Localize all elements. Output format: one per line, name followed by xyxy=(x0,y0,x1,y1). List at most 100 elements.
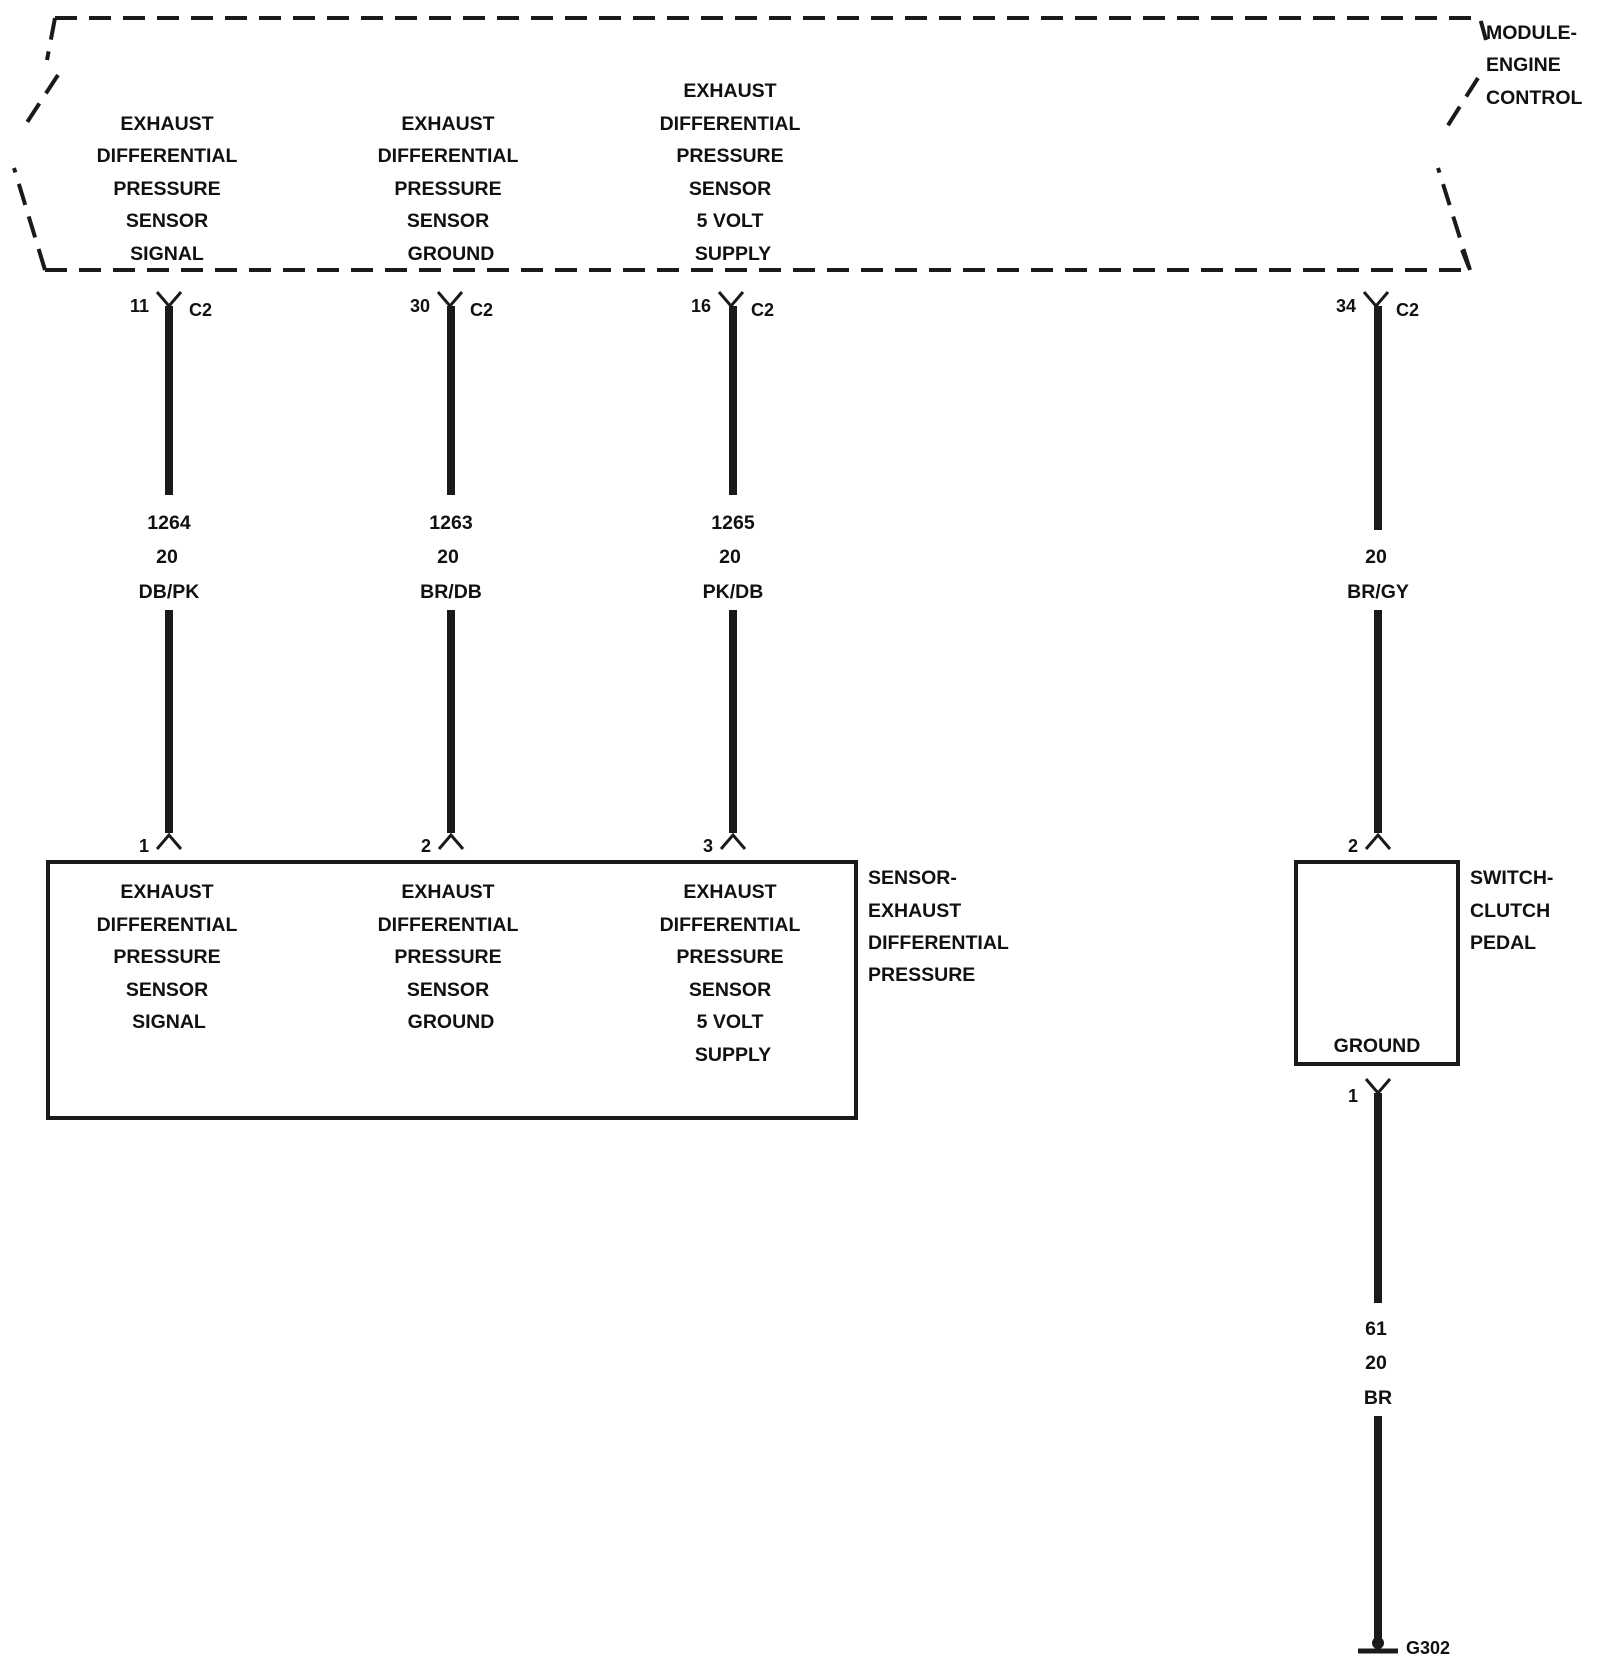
module-circuit-ground-line-1: EXHAUST xyxy=(401,113,494,135)
sensor-circuit-signal-line-1: EXHAUST xyxy=(120,881,213,903)
module-circuit-supply-line-5: 5 VOLT xyxy=(697,210,764,232)
module-title-line-3: CONTROL xyxy=(1486,87,1582,109)
sensor-circuit-signal-line-2: DIFFERENTIAL xyxy=(97,914,238,936)
sensor-circuit-supply: EXHAUST DIFFERENTIAL PRESSURE SENSOR 5 V… xyxy=(660,881,801,1066)
module-pin-number: 34 xyxy=(1336,296,1356,316)
module-circuit-supply-line-1: EXHAUST xyxy=(683,80,776,102)
switch-bottom-pin-number: 1 xyxy=(1348,1086,1358,1106)
sensor-pin-number: 2 xyxy=(421,836,431,856)
wire-gauge: 20 xyxy=(1365,1352,1387,1374)
sensor-circuit-supply-line-3: PRESSURE xyxy=(676,946,783,968)
sensor-title-line-2: EXHAUST xyxy=(868,900,961,922)
sensor-circuit-signal: EXHAUST DIFFERENTIAL PRESSURE SENSOR SIG… xyxy=(97,881,238,1033)
module-pin-number: 16 xyxy=(691,296,711,316)
sensor-circuit-ground-line-2: DIFFERENTIAL xyxy=(378,914,519,936)
wire-circuit-number: 1265 xyxy=(711,512,755,534)
module-terminal-34 xyxy=(1362,291,1390,309)
module-circuit-ground-line-2: DIFFERENTIAL xyxy=(378,145,519,167)
sensor-pin-1: 1 xyxy=(139,832,183,856)
module-pin-16: 16 C2 xyxy=(691,291,774,320)
sensor-terminal-2 xyxy=(437,832,465,850)
module-pin-connector: C2 xyxy=(751,300,774,320)
sensor-circuit-ground-line-5: GROUND xyxy=(408,1011,495,1033)
wire-1264: 1264 20 DB/PK xyxy=(139,306,200,833)
switch-terminal-2 xyxy=(1364,832,1392,850)
sensor-circuit-signal-line-3: PRESSURE xyxy=(113,946,220,968)
module-title-line-2: ENGINE xyxy=(1486,54,1561,76)
ground-label: G302 xyxy=(1406,1638,1450,1658)
module-circuit-signal: EXHAUST DIFFERENTIAL PRESSURE SENSOR SIG… xyxy=(97,113,238,265)
module-pin-connector: C2 xyxy=(1396,300,1419,320)
clutch-pedal-switch: 2 GROUND SWITCH- CLUTCH PEDAL 1 xyxy=(1294,832,1553,1106)
sensor-title-line-3: DIFFERENTIAL xyxy=(868,932,1009,954)
wire-br-gy: 20 BR/GY xyxy=(1347,306,1409,833)
module-circuit-signal-line-4: SENSOR xyxy=(126,210,208,232)
sensor-circuit-supply-line-1: EXHAUST xyxy=(683,881,776,903)
module-pin-connector: C2 xyxy=(470,300,493,320)
wire-1263: 1263 20 BR/DB xyxy=(420,306,482,833)
wire-color: BR/DB xyxy=(420,581,482,603)
switch-terminal-1 xyxy=(1364,1078,1392,1096)
wire-gauge: 20 xyxy=(156,546,178,568)
module-circuit-signal-line-3: PRESSURE xyxy=(113,178,220,200)
sensor-circuit-supply-line-5: 5 VOLT xyxy=(697,1011,764,1033)
wire-circuit-number: 1263 xyxy=(429,512,473,534)
switch-top-pin-number: 2 xyxy=(1348,836,1358,856)
sensor-circuit-signal-line-5: SIGNAL xyxy=(132,1011,206,1033)
exhaust-differential-pressure-sensor: SENSOR- EXHAUST DIFFERENTIAL PRESSURE xyxy=(46,860,1009,1120)
switch-title-line-3: PEDAL xyxy=(1470,932,1536,954)
sensor-body xyxy=(46,860,858,1120)
wire-circuit-number: 61 xyxy=(1365,1318,1387,1340)
module-pin-number: 11 xyxy=(130,296,149,316)
module-terminal-11 xyxy=(155,291,183,309)
sensor-circuit-supply-line-6: SUPPLY xyxy=(695,1044,771,1066)
sensor-pin-2: 2 xyxy=(421,832,465,856)
wire-gauge: 20 xyxy=(719,546,741,568)
module-terminal-30 xyxy=(436,291,464,309)
module-circuit-supply-line-6: SUPPLY xyxy=(695,243,771,265)
wire-61: 61 20 BR xyxy=(1364,1093,1392,1640)
module-circuit-ground-line-5: GROUND xyxy=(408,243,495,265)
engine-control-module: MODULE- ENGINE CONTROL xyxy=(12,16,1582,272)
sensor-circuit-supply-line-4: SENSOR xyxy=(689,979,771,1001)
module-circuit-signal-line-1: EXHAUST xyxy=(120,113,213,135)
module-pin-number: 30 xyxy=(410,296,430,316)
wire-circuit-number: 1264 xyxy=(147,512,191,534)
sensor-title-line-4: PRESSURE xyxy=(868,964,975,986)
module-circuit-supply-line-2: DIFFERENTIAL xyxy=(660,113,801,135)
sensor-circuit-signal-line-4: SENSOR xyxy=(126,979,208,1001)
wire-gauge: 20 xyxy=(1365,546,1387,568)
module-circuit-ground-line-3: PRESSURE xyxy=(394,178,501,200)
ground-dot xyxy=(1372,1637,1384,1649)
sensor-pin-number: 3 xyxy=(703,836,713,856)
ground-g302: G302 xyxy=(1358,1637,1450,1658)
switch-title-line-1: SWITCH- xyxy=(1470,867,1553,889)
wire-color: BR xyxy=(1364,1387,1392,1409)
module-terminal-16 xyxy=(717,291,745,309)
sensor-terminal-3 xyxy=(719,832,747,850)
sensor-circuit-ground-line-1: EXHAUST xyxy=(401,881,494,903)
module-circuit-ground-line-4: SENSOR xyxy=(407,210,489,232)
wire-color: DB/PK xyxy=(139,581,200,603)
switch-title-line-2: CLUTCH xyxy=(1470,900,1550,922)
sensor-circuit-supply-line-2: DIFFERENTIAL xyxy=(660,914,801,936)
sensor-pin-number: 1 xyxy=(139,836,149,856)
switch-circuit-label: GROUND xyxy=(1334,1035,1421,1057)
module-circuit-ground: EXHAUST DIFFERENTIAL PRESSURE SENSOR GRO… xyxy=(378,113,519,265)
module-pin-connector: C2 xyxy=(189,300,212,320)
wire-color: BR/GY xyxy=(1347,581,1409,603)
sensor-terminal-1 xyxy=(155,832,183,850)
module-pin-11: 11 C2 xyxy=(130,291,212,320)
sensor-title-line-1: SENSOR- xyxy=(868,867,957,889)
sensor-circuit-ground-line-4: SENSOR xyxy=(407,979,489,1001)
sensor-circuit-ground-line-3: PRESSURE xyxy=(394,946,501,968)
module-circuit-supply-line-4: SENSOR xyxy=(689,178,771,200)
wire-color: PK/DB xyxy=(703,581,764,603)
switch-body xyxy=(1294,860,1460,1066)
module-circuit-signal-line-5: SIGNAL xyxy=(130,243,204,265)
wire-gauge: 20 xyxy=(437,546,459,568)
module-circuit-supply-line-3: PRESSURE xyxy=(676,145,783,167)
module-circuit-supply: EXHAUST DIFFERENTIAL PRESSURE SENSOR 5 V… xyxy=(660,80,801,265)
sensor-circuit-ground: EXHAUST DIFFERENTIAL PRESSURE SENSOR GRO… xyxy=(378,881,519,1033)
